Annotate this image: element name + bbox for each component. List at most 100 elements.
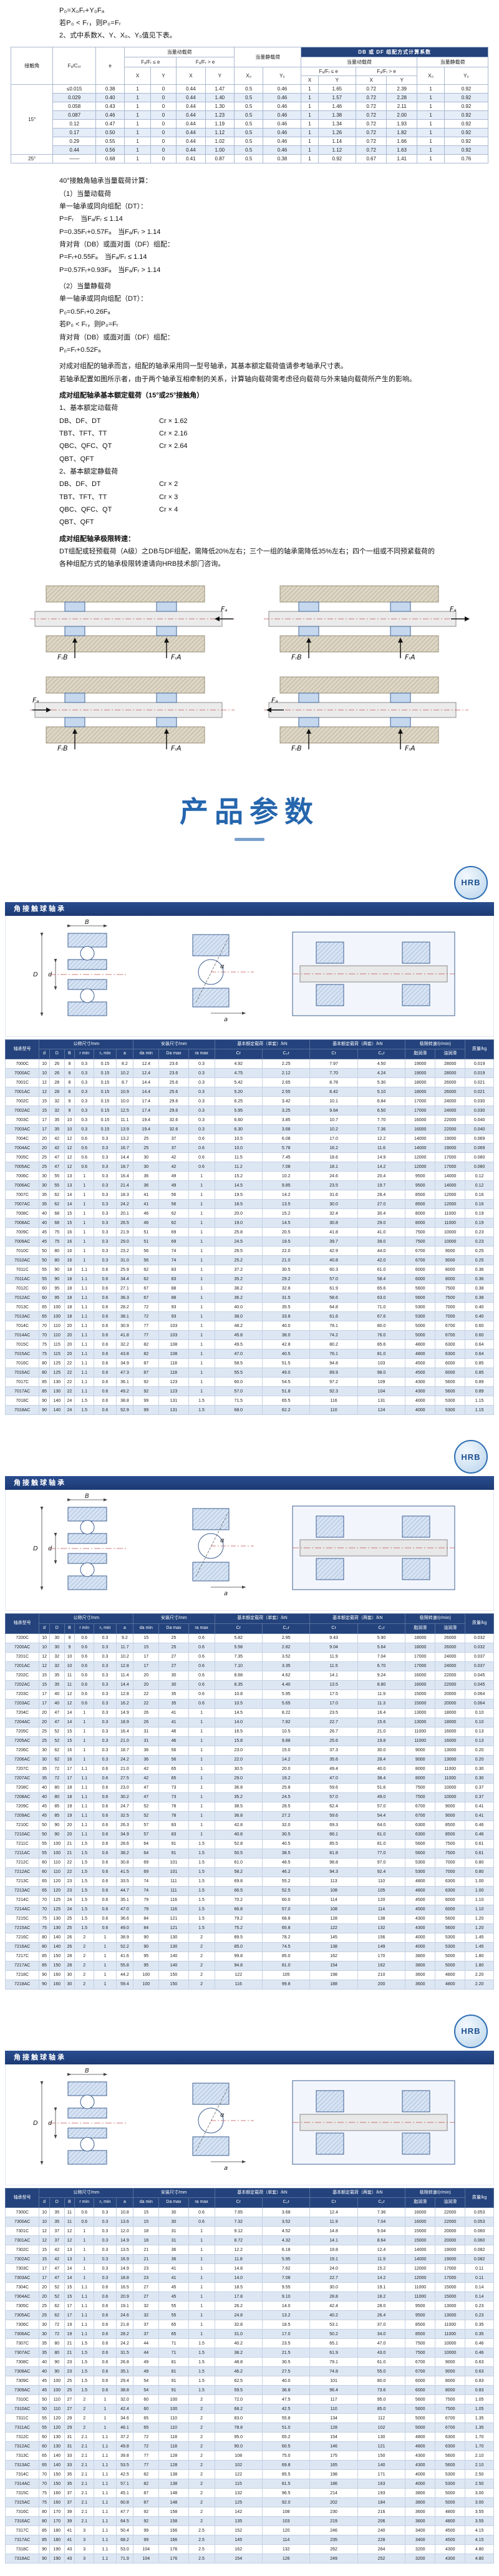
cell: 1	[188, 1265, 215, 1275]
cell: 10.1	[309, 1096, 358, 1107]
cell: 12	[64, 2226, 75, 2237]
cell: 85.0	[214, 1942, 263, 1952]
cell: 1	[94, 2404, 117, 2414]
cell: 14000	[405, 1134, 436, 1144]
cell: 51.5	[261, 1358, 311, 1369]
cell: 1.5	[74, 1913, 95, 1924]
cell: 21.0	[261, 1255, 311, 1266]
cell: 118	[158, 2441, 189, 2452]
section-header-bar: 角接触球轴承	[5, 902, 494, 916]
cell: 17.0	[309, 1134, 358, 1144]
cell: 110	[158, 2423, 189, 2433]
cell: 73	[158, 1792, 189, 1802]
cell: 55.2	[261, 1876, 311, 1887]
cell: 14.4	[115, 1679, 134, 1690]
force-label-fra: FᵣA	[405, 744, 415, 752]
cell: 27	[133, 2282, 160, 2293]
cell: 230	[309, 2507, 358, 2517]
cell: 154	[214, 2554, 263, 2564]
cell: 19.7	[357, 1180, 406, 1191]
cell: 95.0	[214, 2432, 263, 2442]
cell: 2.39	[386, 84, 418, 94]
cell: 125	[49, 1895, 65, 1905]
cell: 67	[133, 1293, 160, 1303]
cell: 7009C	[4, 1227, 40, 1238]
cell: 198	[309, 1970, 358, 1980]
cell: 7006C	[4, 1171, 40, 1182]
cell: 148	[158, 2488, 189, 2499]
cell: 44	[133, 2338, 160, 2349]
cell: 5.20	[214, 1087, 263, 1097]
cell: 5600	[435, 1386, 466, 1397]
cell: 19000	[435, 2245, 466, 2255]
cell: 18.5	[214, 1199, 263, 1210]
cell: 67.6	[357, 1311, 406, 1322]
cell: 1.5	[74, 2376, 95, 2386]
cell: 57.1	[115, 2479, 134, 2489]
cell: 0.46	[465, 1829, 494, 1840]
cell: 85.0	[261, 1951, 311, 1961]
cell: 2	[188, 2460, 215, 2471]
cell: 1.46	[317, 102, 357, 112]
cell: 53.0	[115, 2544, 134, 2555]
cell: 11000	[405, 2292, 436, 2302]
cell: 51.0	[261, 2423, 311, 2433]
cell: 7.97	[309, 1059, 358, 1069]
cell: 0.3	[94, 1736, 117, 1746]
cell: 0.83	[465, 2385, 494, 2396]
cell: 0.3	[94, 2235, 117, 2246]
calc-line: （1）当量动载荷	[59, 190, 112, 198]
cell: 0.12	[52, 119, 96, 129]
cell: 228	[357, 2535, 406, 2545]
cell: 0.6	[94, 1386, 117, 1397]
cell: 78	[158, 1801, 189, 1812]
cell: 1	[188, 1829, 215, 1840]
cell: 108	[158, 1349, 189, 1359]
cell: 7017C	[4, 1377, 40, 1388]
cell: 4500	[405, 1358, 436, 1369]
cell: 42	[133, 1773, 160, 1784]
cell: 7003AC	[4, 1124, 40, 1135]
cell: 13000	[435, 2310, 466, 2321]
cell: 0.6	[188, 1670, 215, 1681]
cell: 10.2	[309, 1124, 358, 1135]
cell: 0.15	[94, 1059, 117, 1069]
cell: 4800	[405, 2441, 436, 2452]
cell: 35.2	[214, 1274, 263, 1285]
cell: 138	[158, 2479, 189, 2489]
cell: 30.5	[261, 2357, 311, 2368]
cell: 150	[357, 2451, 406, 2461]
cell: 114	[309, 1895, 358, 1905]
cell: 30	[49, 1642, 65, 1653]
cell: 0.3	[94, 1698, 117, 1709]
cell: 1.12	[317, 145, 357, 155]
cell: 1.45	[465, 1942, 494, 1952]
cell: 1.1	[74, 1792, 95, 1802]
cell: 99	[133, 2525, 160, 2536]
cell: 90	[49, 1265, 65, 1275]
header-cell: 轴承型号	[4, 1039, 40, 1060]
cell: 4.52	[261, 2226, 311, 2237]
cell: 9000	[435, 1801, 466, 1812]
cell: 16	[64, 1745, 75, 1756]
section-header-bar: 角接触球轴承	[5, 2050, 494, 2064]
cell: 58.6	[309, 1293, 358, 1303]
cell: 7300C	[4, 2207, 40, 2218]
cell: 74	[133, 1885, 160, 1896]
cell: 18000	[405, 1087, 436, 1097]
cell: 65	[39, 1311, 50, 1322]
header-cell: Cr	[214, 2197, 263, 2209]
cell: 38.0	[214, 1311, 263, 1322]
cell: 180	[49, 2525, 65, 2536]
pair-factor: Cr × 2.16	[159, 429, 188, 437]
cell: 7500	[435, 2404, 466, 2414]
cell: 0.3	[94, 1679, 117, 1690]
cell: 0.032	[465, 1633, 494, 1643]
cell: 28.8	[309, 2292, 358, 2302]
cell: 40.0	[261, 2376, 311, 2386]
